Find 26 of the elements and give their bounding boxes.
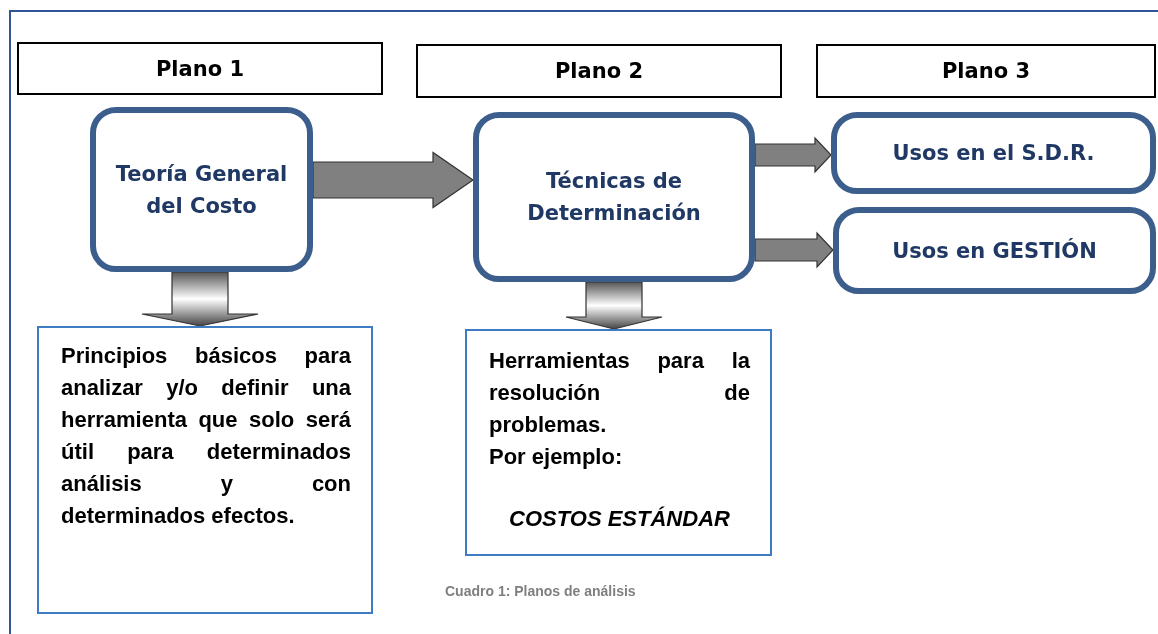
block-arrow <box>141 271 259 327</box>
node-text: Técnicas de Determinación <box>526 168 702 227</box>
caption: Cuadro 1: Planos de análisis <box>445 583 637 599</box>
node-text: Plano 3 <box>940 59 1032 83</box>
block-arrow <box>312 151 475 209</box>
rounded-box <box>833 207 1156 294</box>
header-box <box>816 44 1156 98</box>
text-box <box>465 329 772 556</box>
block-arrow <box>565 281 663 330</box>
header-box <box>17 42 383 95</box>
block-arrow <box>754 231 834 269</box>
node-text: Teoría General del Costo <box>114 160 289 220</box>
text-box <box>37 326 373 614</box>
node-text: Principios básicos para analizar y/o definir una herramienta que solo será útil para determinados análisis y con determinados efectos. <box>61 342 351 530</box>
rounded-box <box>90 107 313 272</box>
node-text: Usos en GESTIÓN <box>891 237 1098 265</box>
node-text: Por ejemplo: <box>489 443 624 471</box>
node-text: Usos en el S.D.R. <box>891 140 1096 167</box>
node-text: Herramientas para la resolución de problemas. <box>489 347 750 439</box>
node-text: Plano 1 <box>154 56 246 81</box>
node-text: Plano 2 <box>553 59 645 83</box>
node-text: COSTOS ESTÁNDAR <box>508 505 731 533</box>
rounded-box <box>473 112 755 282</box>
rounded-box <box>831 112 1156 194</box>
header-box <box>416 44 782 98</box>
block-arrow <box>754 136 832 174</box>
